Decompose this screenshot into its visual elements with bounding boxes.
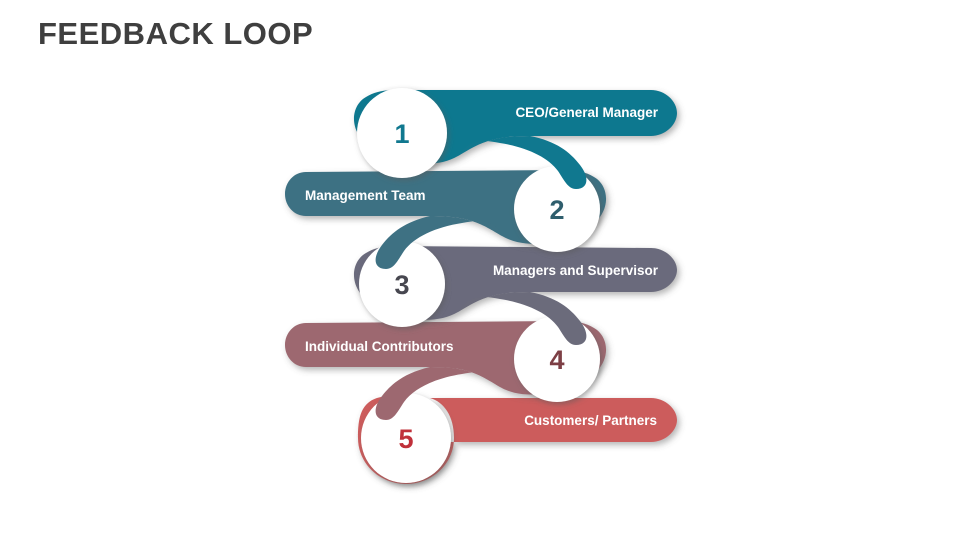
step-3-ribbon-tail [458, 292, 587, 345]
step-1-ribbon-tail [458, 136, 587, 189]
step-5-number: 5 [398, 424, 413, 454]
step-1-circle[interactable] [357, 88, 447, 178]
step-4-number: 4 [549, 345, 564, 375]
step-1-group[interactable]: CEO/General Manager 1 [353, 88, 677, 189]
step-2-number: 2 [549, 195, 564, 225]
step-1-number: 1 [394, 119, 409, 149]
step-5-group[interactable]: Customers/ Partners 5 [358, 393, 677, 484]
step-5-label: Customers/ Partners [524, 413, 657, 428]
step-2-label: Management Team [305, 188, 426, 203]
step-3-number: 3 [394, 270, 409, 300]
step-2-ribbon-tail [375, 216, 502, 269]
step-1-label: CEO/General Manager [515, 105, 658, 120]
step-4-label: Individual Contributors [305, 339, 454, 354]
step-4-ribbon-tail [375, 367, 500, 420]
page-title: FEEDBACK LOOP [38, 16, 314, 51]
step-3-label: Managers and Supervisor [493, 263, 659, 278]
